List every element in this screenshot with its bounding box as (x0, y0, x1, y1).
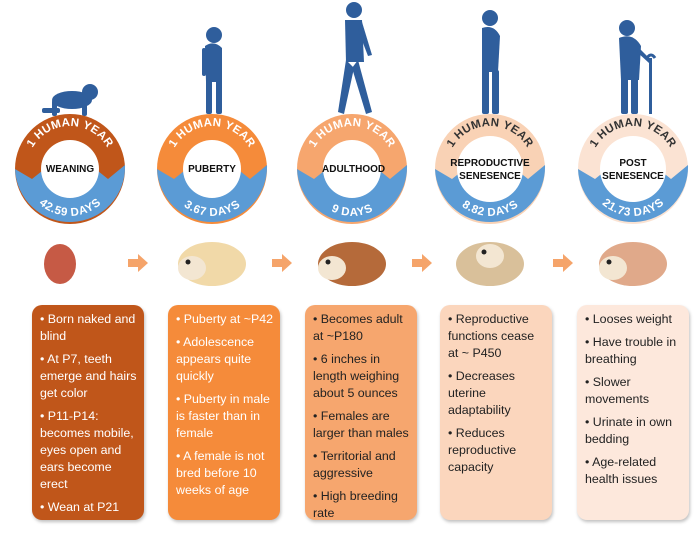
stage-column: 1 HUMAN YEAR 3.67 DAYS PUBERTY Puberty a… (142, 0, 282, 555)
hamster-image (599, 242, 667, 286)
arrow-right-icon (412, 254, 432, 272)
older-adult-figure-icon (482, 10, 500, 114)
stage-name-line2: SENESENCE (602, 171, 664, 182)
fact-item: Looses weight (585, 311, 683, 328)
fact-item: Adolescence appears quite quickly (176, 334, 274, 385)
fact-item: A female is not bred before 10 weeks of … (176, 448, 274, 499)
hamster-image (178, 242, 246, 286)
human-year-ring: 1 HUMAN YEAR 42.59 DAYS (15, 114, 126, 224)
fact-item: Slower movements (585, 374, 683, 408)
stage-column: 1 HUMAN YEAR 8.82 DAYS REPRODUCTIVE SENE… (420, 0, 560, 555)
fact-item: Reduces reproductive capacity (448, 425, 546, 476)
stage-facts-box: Becomes adult at ~P180 6 inches in length… (305, 305, 417, 520)
hamster-image (318, 242, 386, 286)
stage-facts-box: Looses weightHave trouble in breathingSl… (577, 305, 689, 520)
fact-item: Born naked and blind (40, 311, 138, 345)
baby-crawling-figure-icon (42, 84, 98, 116)
arrow-right-icon (553, 254, 573, 272)
elderly-with-cane-figure-icon (619, 20, 657, 114)
fact-item: P11-P14: becomes mobile, eyes open and e… (40, 408, 138, 493)
stage-column: 1 HUMAN YEAR 42.59 DAYS WEANING Born nak… (0, 0, 144, 555)
arrow-right-icon (272, 254, 292, 272)
fact-item: Reproductive functions cease at ~ P450 (448, 311, 546, 362)
fact-item: Females are larger than males (313, 408, 411, 442)
hamster-image (44, 244, 76, 284)
stage-column: 1 HUMAN YEAR 21.73 DAYS POST SENESENCE L… (563, 0, 700, 555)
stage-name: PUBERTY (188, 164, 236, 175)
fact-item: Puberty in male is faster than in female (176, 391, 274, 442)
stage-name: REPRODUCTIVE (450, 158, 530, 169)
child-standing-figure-icon (202, 27, 222, 114)
fact-item: 6 inches in length weighing about 5 ounc… (313, 351, 411, 402)
human-year-ring: 1 HUMAN YEAR 8.82 DAYS (435, 114, 546, 224)
human-year-ring: 1 HUMAN YEAR 9 DAYS (297, 114, 408, 224)
stage-facts-box: Puberty at ~P42Adolescence appears quite… (168, 305, 280, 520)
stage-facts-box: Reproductive functions cease at ~ P450De… (440, 305, 552, 520)
rodent-days-label: 9 DAYS (330, 203, 375, 219)
stage-column: 1 HUMAN YEAR 9 DAYS ADULTHOOD Becomes ad… (282, 0, 422, 555)
fact-item: Urinate in own bedding (585, 414, 683, 448)
stage-name: ADULTHOOD (322, 164, 386, 175)
fact-item: Decreases uterine adaptability (448, 368, 546, 419)
fact-item: Territorial and aggressive (313, 448, 411, 482)
fact-item: Puberty at ~P42 (176, 311, 274, 328)
human-year-ring: 1 HUMAN YEAR 3.67 DAYS (157, 114, 268, 224)
fact-item: Age-related health issues (585, 454, 683, 488)
human-year-ring: 1 HUMAN YEAR 21.73 DAYS (578, 114, 689, 224)
fact-item: Have trouble in breathing (585, 334, 683, 368)
fact-item: Wean at P21 (40, 499, 138, 516)
stage-name: WEANING (45, 164, 95, 175)
fact-item: Becomes adult at ~P180 (313, 311, 411, 345)
stage-facts-box: Born naked and blind At P7, teeth emerge … (32, 305, 144, 520)
stage-name-line2: SENESENCE (459, 171, 521, 182)
fact-item: High breeding rate (313, 488, 411, 522)
svg-text:9 DAYS: 9 DAYS (330, 203, 375, 219)
hamster-image (456, 242, 524, 286)
adult-walking-figure-icon (338, 2, 372, 114)
fact-item: At P7, teeth emerge and hairs get color (40, 351, 138, 402)
arrow-right-icon (128, 254, 148, 272)
stage-name: POST (619, 158, 647, 169)
